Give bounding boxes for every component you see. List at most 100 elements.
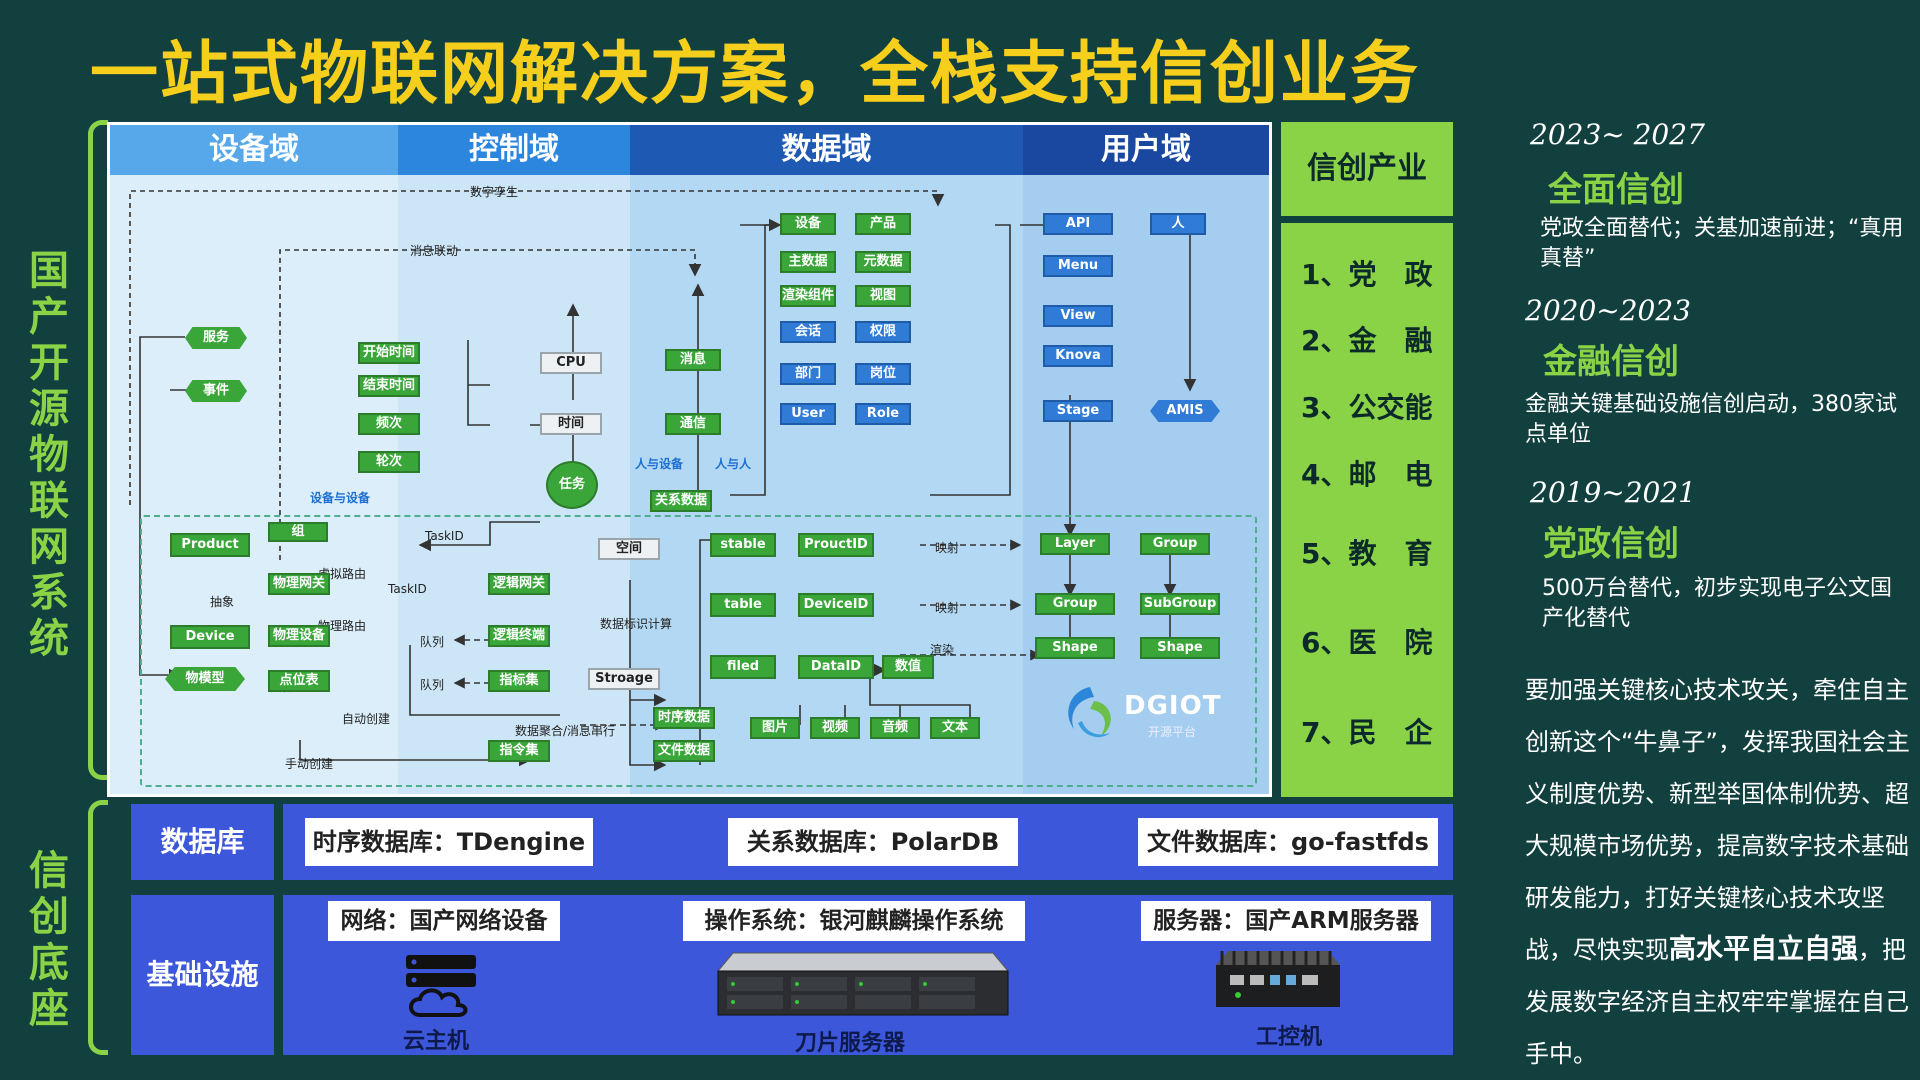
node-ts-data: 时序数据 bbox=[653, 707, 715, 729]
node-post: 岗位 bbox=[855, 363, 911, 385]
node-group-top: Group bbox=[1140, 533, 1210, 555]
xinchuang-item: 1、党 政 bbox=[1301, 258, 1433, 291]
label-render: 渲染 bbox=[930, 643, 955, 657]
dgiot-logo-subtext: 开源平台 bbox=[1148, 725, 1197, 739]
infra-label: 基础设施 bbox=[131, 895, 274, 1055]
page-title: 一站式物联网解决方案，全栈支持信创业务 bbox=[90, 35, 1421, 114]
side-label-base: 信创底座 bbox=[26, 848, 72, 1032]
node-device: Device bbox=[170, 625, 250, 649]
side-label-system-text: 国产开源物联网系统 bbox=[29, 248, 69, 662]
node-event: 事件 bbox=[185, 380, 247, 402]
industrial-pc-caption: 工控机 bbox=[1256, 1025, 1323, 1050]
label-manual-create: 手动创建 bbox=[285, 757, 334, 771]
node-communication: 通信 bbox=[665, 413, 721, 435]
blade-server-caption: 刀片服务器 bbox=[795, 1031, 906, 1056]
node-end-time: 结束时间 bbox=[358, 375, 420, 397]
node-dataid: DataID bbox=[798, 655, 874, 679]
node-user-view: View bbox=[1043, 305, 1113, 327]
node-logic-gateway: 逻辑网关 bbox=[488, 573, 550, 595]
zone-user-head: 用户域 bbox=[1023, 125, 1269, 175]
timeline-desc: 500万台替代，初步实现电子公文国产化替代 bbox=[1542, 576, 1892, 631]
timeline-year: 2019~2021 bbox=[1530, 476, 1696, 509]
node-menu: Menu bbox=[1043, 255, 1113, 277]
label-physical-route: 物理路由 bbox=[318, 619, 367, 633]
node-session: 会话 bbox=[780, 321, 836, 343]
dgiot-logo-text: DGIOT bbox=[1124, 691, 1222, 721]
node-space: 空间 bbox=[598, 538, 660, 560]
network-box: 网络：国产网络设备 bbox=[328, 901, 560, 941]
node-start-time: 开始时间 bbox=[358, 342, 420, 364]
label-abstract: 抽象 bbox=[210, 595, 235, 609]
label-map-1: 映射 bbox=[935, 541, 960, 555]
node-stage: Stage bbox=[1043, 400, 1113, 422]
industrial-pc-icon bbox=[1216, 951, 1340, 1007]
os-box: 操作系统：银河麒麟操作系统 bbox=[683, 901, 1025, 941]
node-time: 时间 bbox=[540, 413, 602, 435]
node-cpu: CPU bbox=[540, 352, 602, 374]
node-relational-data: 关系数据 bbox=[650, 490, 712, 512]
timeline-head: 全面信创 bbox=[1548, 170, 1684, 210]
timeline-head: 金融信创 bbox=[1543, 342, 1679, 382]
cloud-host-caption: 云主机 bbox=[403, 1029, 470, 1054]
node-department: 部门 bbox=[780, 363, 836, 385]
node-amis: AMIS bbox=[1150, 400, 1220, 422]
label-device-device: 设备与设备 bbox=[310, 491, 371, 505]
node-table: table bbox=[710, 593, 776, 617]
node-prod: 产品 bbox=[855, 213, 911, 235]
node-text: 文本 bbox=[930, 717, 980, 739]
filedb-box: 文件数据库：go-fastfds bbox=[1138, 818, 1438, 866]
node-storage: Stroage bbox=[588, 668, 660, 690]
node-physical-device: 物理设备 bbox=[268, 625, 330, 647]
label-data-id-calc: 数据标识计算 bbox=[600, 617, 673, 631]
top-bracket bbox=[88, 120, 108, 780]
node-command-set: 指令集 bbox=[488, 740, 550, 762]
timeline-desc: 金融关键基础设施信创启动，380家试点单位 bbox=[1525, 392, 1897, 447]
timeline-head: 党政信创 bbox=[1543, 524, 1679, 564]
architecture-diagram: 设备域 控制域 数据域 用户域 bbox=[107, 122, 1272, 797]
label-queue-1: 队列 bbox=[420, 635, 445, 649]
zone-data-head: 数据域 bbox=[630, 125, 1023, 175]
label-virtual-route: 虚拟路由 bbox=[318, 567, 367, 581]
side-label-system: 国产开源物联网系统 bbox=[26, 248, 72, 662]
policy-paragraph-post: ，把发展数字经济自主权牢牢掌握在自己手中。 bbox=[1525, 936, 1909, 1068]
node-knova: Knova bbox=[1043, 345, 1113, 367]
label-person-person: 人与人 bbox=[715, 457, 752, 471]
xinchuang-item: 7、民 企 bbox=[1301, 716, 1433, 749]
node-service: 服务 bbox=[185, 327, 247, 349]
node-shape-1: Shape bbox=[1035, 637, 1115, 659]
server-box: 服务器：国产ARM服务器 bbox=[1141, 901, 1431, 941]
node-frequency: 频次 bbox=[358, 413, 420, 435]
cloud-host-icon bbox=[406, 955, 476, 1017]
node-video: 视频 bbox=[810, 717, 860, 739]
node-prouctid: ProuctID bbox=[798, 533, 874, 557]
node-render-component: 渲染组件 bbox=[780, 285, 836, 307]
node-dev: 设备 bbox=[780, 213, 836, 235]
dgiot-logo: DGIOT 开源平台 bbox=[1060, 683, 1240, 753]
node-value: 数值 bbox=[882, 655, 934, 679]
xinchuang-item: 6、医 院 bbox=[1301, 626, 1433, 659]
node-permission: 权限 bbox=[855, 321, 911, 343]
reldb-box: 关系数据库：PolarDB bbox=[728, 818, 1018, 866]
node-role: Role bbox=[855, 403, 911, 425]
node-gateway: 物理网关 bbox=[268, 573, 330, 595]
policy-paragraph-pre: 要加强关键核心技术攻关，牵住自主创新这个“牛鼻子”，发挥我国社会主义制度优势、新… bbox=[1525, 676, 1910, 964]
database-row: 时序数据库：TDengine 关系数据库：PolarDB 文件数据库：go-fa… bbox=[283, 804, 1453, 880]
timeline-desc: 党政全面替代；关基加速前进；“真用真替” bbox=[1540, 216, 1904, 271]
zone-user: 用户域 bbox=[1023, 125, 1269, 794]
label-map-2: 映射 bbox=[935, 601, 960, 615]
label-digital-twin: 数字孪生 bbox=[470, 185, 519, 199]
xinchuang-item: 5、教 育 bbox=[1301, 537, 1433, 570]
node-file-data: 文件数据 bbox=[653, 740, 715, 762]
node-rounds: 轮次 bbox=[358, 451, 420, 473]
node-audio: 音频 bbox=[870, 717, 920, 739]
zone-device: 设备域 bbox=[110, 125, 398, 794]
label-auto-create: 自动创建 bbox=[342, 712, 391, 726]
node-stable: stable bbox=[710, 533, 776, 557]
label-person-device: 人与设备 bbox=[635, 457, 684, 471]
label-message-link: 消息联动 bbox=[410, 244, 459, 258]
node-task: 任务 bbox=[546, 461, 598, 509]
node-deviceid: DeviceID bbox=[798, 593, 874, 617]
node-meta-data: 元数据 bbox=[855, 251, 911, 273]
xinchuang-item: 4、邮 电 bbox=[1301, 458, 1433, 491]
policy-paragraph-bold: 高水平自立自强 bbox=[1669, 934, 1858, 965]
